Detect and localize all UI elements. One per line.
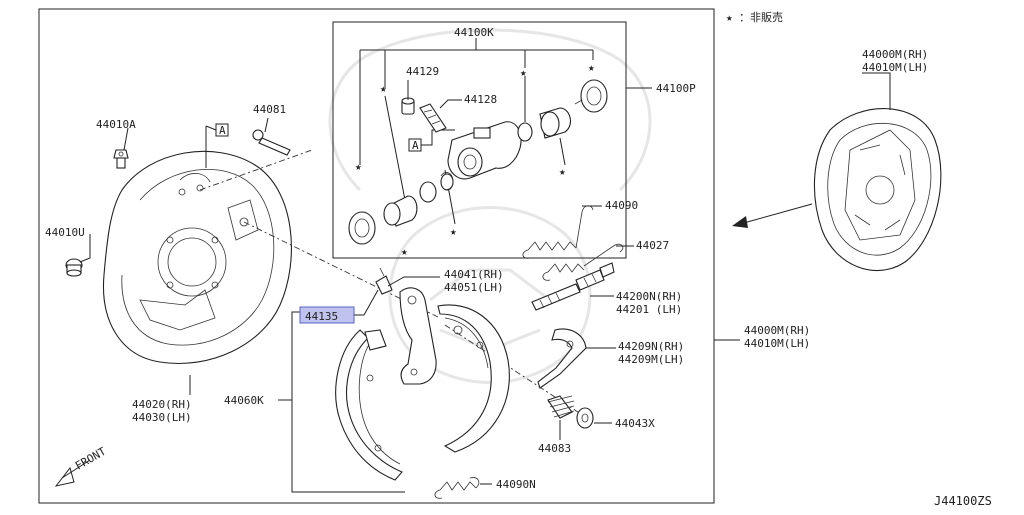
brake-assembly[interactable] <box>813 108 942 272</box>
cylinder-right-components[interactable] <box>517 79 608 142</box>
callout-44135-highlighted[interactable]: 44135 <box>299 289 379 324</box>
wheel-cylinder-kit-frame <box>332 21 627 259</box>
callout-44100K: 44100K <box>454 26 494 39</box>
callout-labels: 44100K 44129 44128 44100P 44010A 44081 4… <box>45 26 928 491</box>
callout-44010M-side: 44010M(LH) <box>744 337 810 350</box>
retainer-cup-44043X[interactable] <box>576 407 594 429</box>
backing-plate[interactable] <box>102 150 292 364</box>
parking-lever-44041[interactable] <box>399 287 437 385</box>
ref-mark-a-kit: A <box>408 129 455 152</box>
spring-44090N[interactable] <box>434 477 480 499</box>
brake-shoe-front[interactable] <box>335 329 403 481</box>
callout-44209M: 44209M(LH) <box>618 353 684 366</box>
cylinder-left-components[interactable] <box>348 172 454 245</box>
legend-text: ：非販売 <box>739 11 783 24</box>
adjuster-lever-44209N[interactable] <box>537 328 587 389</box>
callout-44128: 44128 <box>464 93 497 106</box>
svg-text:A: A <box>412 139 419 152</box>
callout-44010A: 44010A <box>96 118 136 131</box>
callout-44090: 44090 <box>605 199 638 212</box>
callout-44030: 44030(LH) <box>132 411 192 424</box>
svg-text:A: A <box>219 124 226 137</box>
hold-down-spring-44083[interactable] <box>547 395 575 419</box>
svg-text:★: ★ <box>450 225 457 238</box>
adjuster-44200N[interactable] <box>531 262 615 311</box>
legend-star: ★ <box>726 11 733 24</box>
svg-text:★: ★ <box>588 61 595 74</box>
front-label: FRONT <box>73 445 109 473</box>
callout-44209N: 44209N(RH) <box>618 340 684 353</box>
not-sold-stars: ★ ★ ★ ★ ★ ★ ★ <box>355 61 595 258</box>
callout-44200N: 44200N(RH) <box>616 290 682 303</box>
callout-44010M-top: 44010M(LH) <box>862 61 928 74</box>
svg-text:★: ★ <box>559 165 566 178</box>
callout-44060K: 44060K <box>224 394 264 407</box>
cylinder-body[interactable] <box>447 121 522 180</box>
diagram-frame <box>38 8 715 504</box>
callout-44090N: 44090N <box>496 478 536 491</box>
kit-bracket-44100K <box>359 38 594 225</box>
callout-44010U: 44010U <box>45 226 85 239</box>
drawing-code: J44100ZS <box>934 494 992 508</box>
svg-text:★: ★ <box>520 66 527 79</box>
callout-44027: 44027 <box>636 239 669 252</box>
retainer-clip[interactable] <box>375 267 393 295</box>
callout-44000M-side: 44000M(RH) <box>744 324 810 337</box>
assembly-arrow <box>732 203 813 228</box>
front-direction-arrow: FRONT <box>54 445 109 487</box>
callout-44081: 44081 <box>253 103 286 116</box>
brake-shoe-rear[interactable] <box>437 304 510 453</box>
svg-text:★: ★ <box>401 245 408 258</box>
leader-lines <box>79 72 891 493</box>
callout-44083: 44083 <box>538 442 571 455</box>
legend: ★ ：非販売 <box>726 11 783 24</box>
spring-44027[interactable] <box>542 243 624 281</box>
callout-44043X: 44043X <box>615 417 655 430</box>
callout-44129: 44129 <box>406 65 439 78</box>
grommet-44010U[interactable] <box>65 258 83 277</box>
ref-mark-a-left: A <box>205 123 229 168</box>
bolt-44010A[interactable] <box>113 149 129 169</box>
pin-44081[interactable] <box>252 129 291 156</box>
callout-44100P: 44100P <box>656 82 696 95</box>
svg-text:★: ★ <box>380 82 387 95</box>
callout-44000M-top: 44000M(RH) <box>862 48 928 61</box>
callout-44051: 44051(LH) <box>444 281 504 294</box>
svg-text:44135: 44135 <box>305 310 338 323</box>
callout-44201: 44201 (LH) <box>616 303 682 316</box>
bleeder-cap-44129[interactable] <box>401 97 415 115</box>
bleeder-screw-44128[interactable] <box>419 103 447 133</box>
callout-44041: 44041(RH) <box>444 268 504 281</box>
svg-text:★: ★ <box>355 160 362 173</box>
callout-44020: 44020(RH) <box>132 398 192 411</box>
